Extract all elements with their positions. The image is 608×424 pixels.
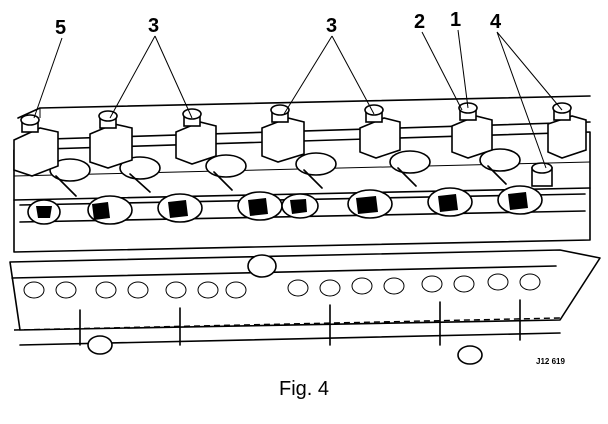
cam-lobe: [281, 193, 319, 219]
callout-3-right: 3: [326, 15, 337, 37]
callout-leaders: [33, 29, 563, 169]
reference-code: J12 619: [536, 357, 565, 366]
figure-caption: Fig. 4: [278, 378, 330, 400]
cam-lobe: [427, 187, 473, 217]
callout-1: 1: [450, 9, 461, 31]
cam-lobe: [87, 195, 133, 225]
bearing-cap: [531, 162, 553, 187]
support-struts: [19, 299, 561, 365]
port-plate: [9, 249, 601, 331]
callout-3-left: 3: [148, 15, 159, 37]
bearing-cap: [261, 104, 305, 163]
bearing-cap: [359, 104, 401, 159]
cam-lobe: [237, 191, 283, 221]
bearing-cap: [451, 102, 493, 159]
cam-lobe: [157, 193, 203, 223]
tappet-bores: [49, 148, 521, 197]
callout-2: 2: [414, 11, 425, 33]
bearing-cap: [89, 110, 133, 169]
callout-5: 5: [55, 17, 66, 39]
cam-lobe: [27, 199, 61, 225]
camshaft: [19, 185, 586, 225]
bearing-cap: [13, 114, 59, 177]
callout-labels: 5 3 3 2 1 4: [55, 9, 502, 39]
bearing-cap: [547, 102, 587, 159]
callout-4: 4: [490, 11, 502, 33]
bearing-caps: [13, 102, 587, 187]
cam-lobe: [497, 185, 543, 215]
cam-lobe: [347, 189, 393, 219]
bearing-cap: [175, 108, 217, 165]
